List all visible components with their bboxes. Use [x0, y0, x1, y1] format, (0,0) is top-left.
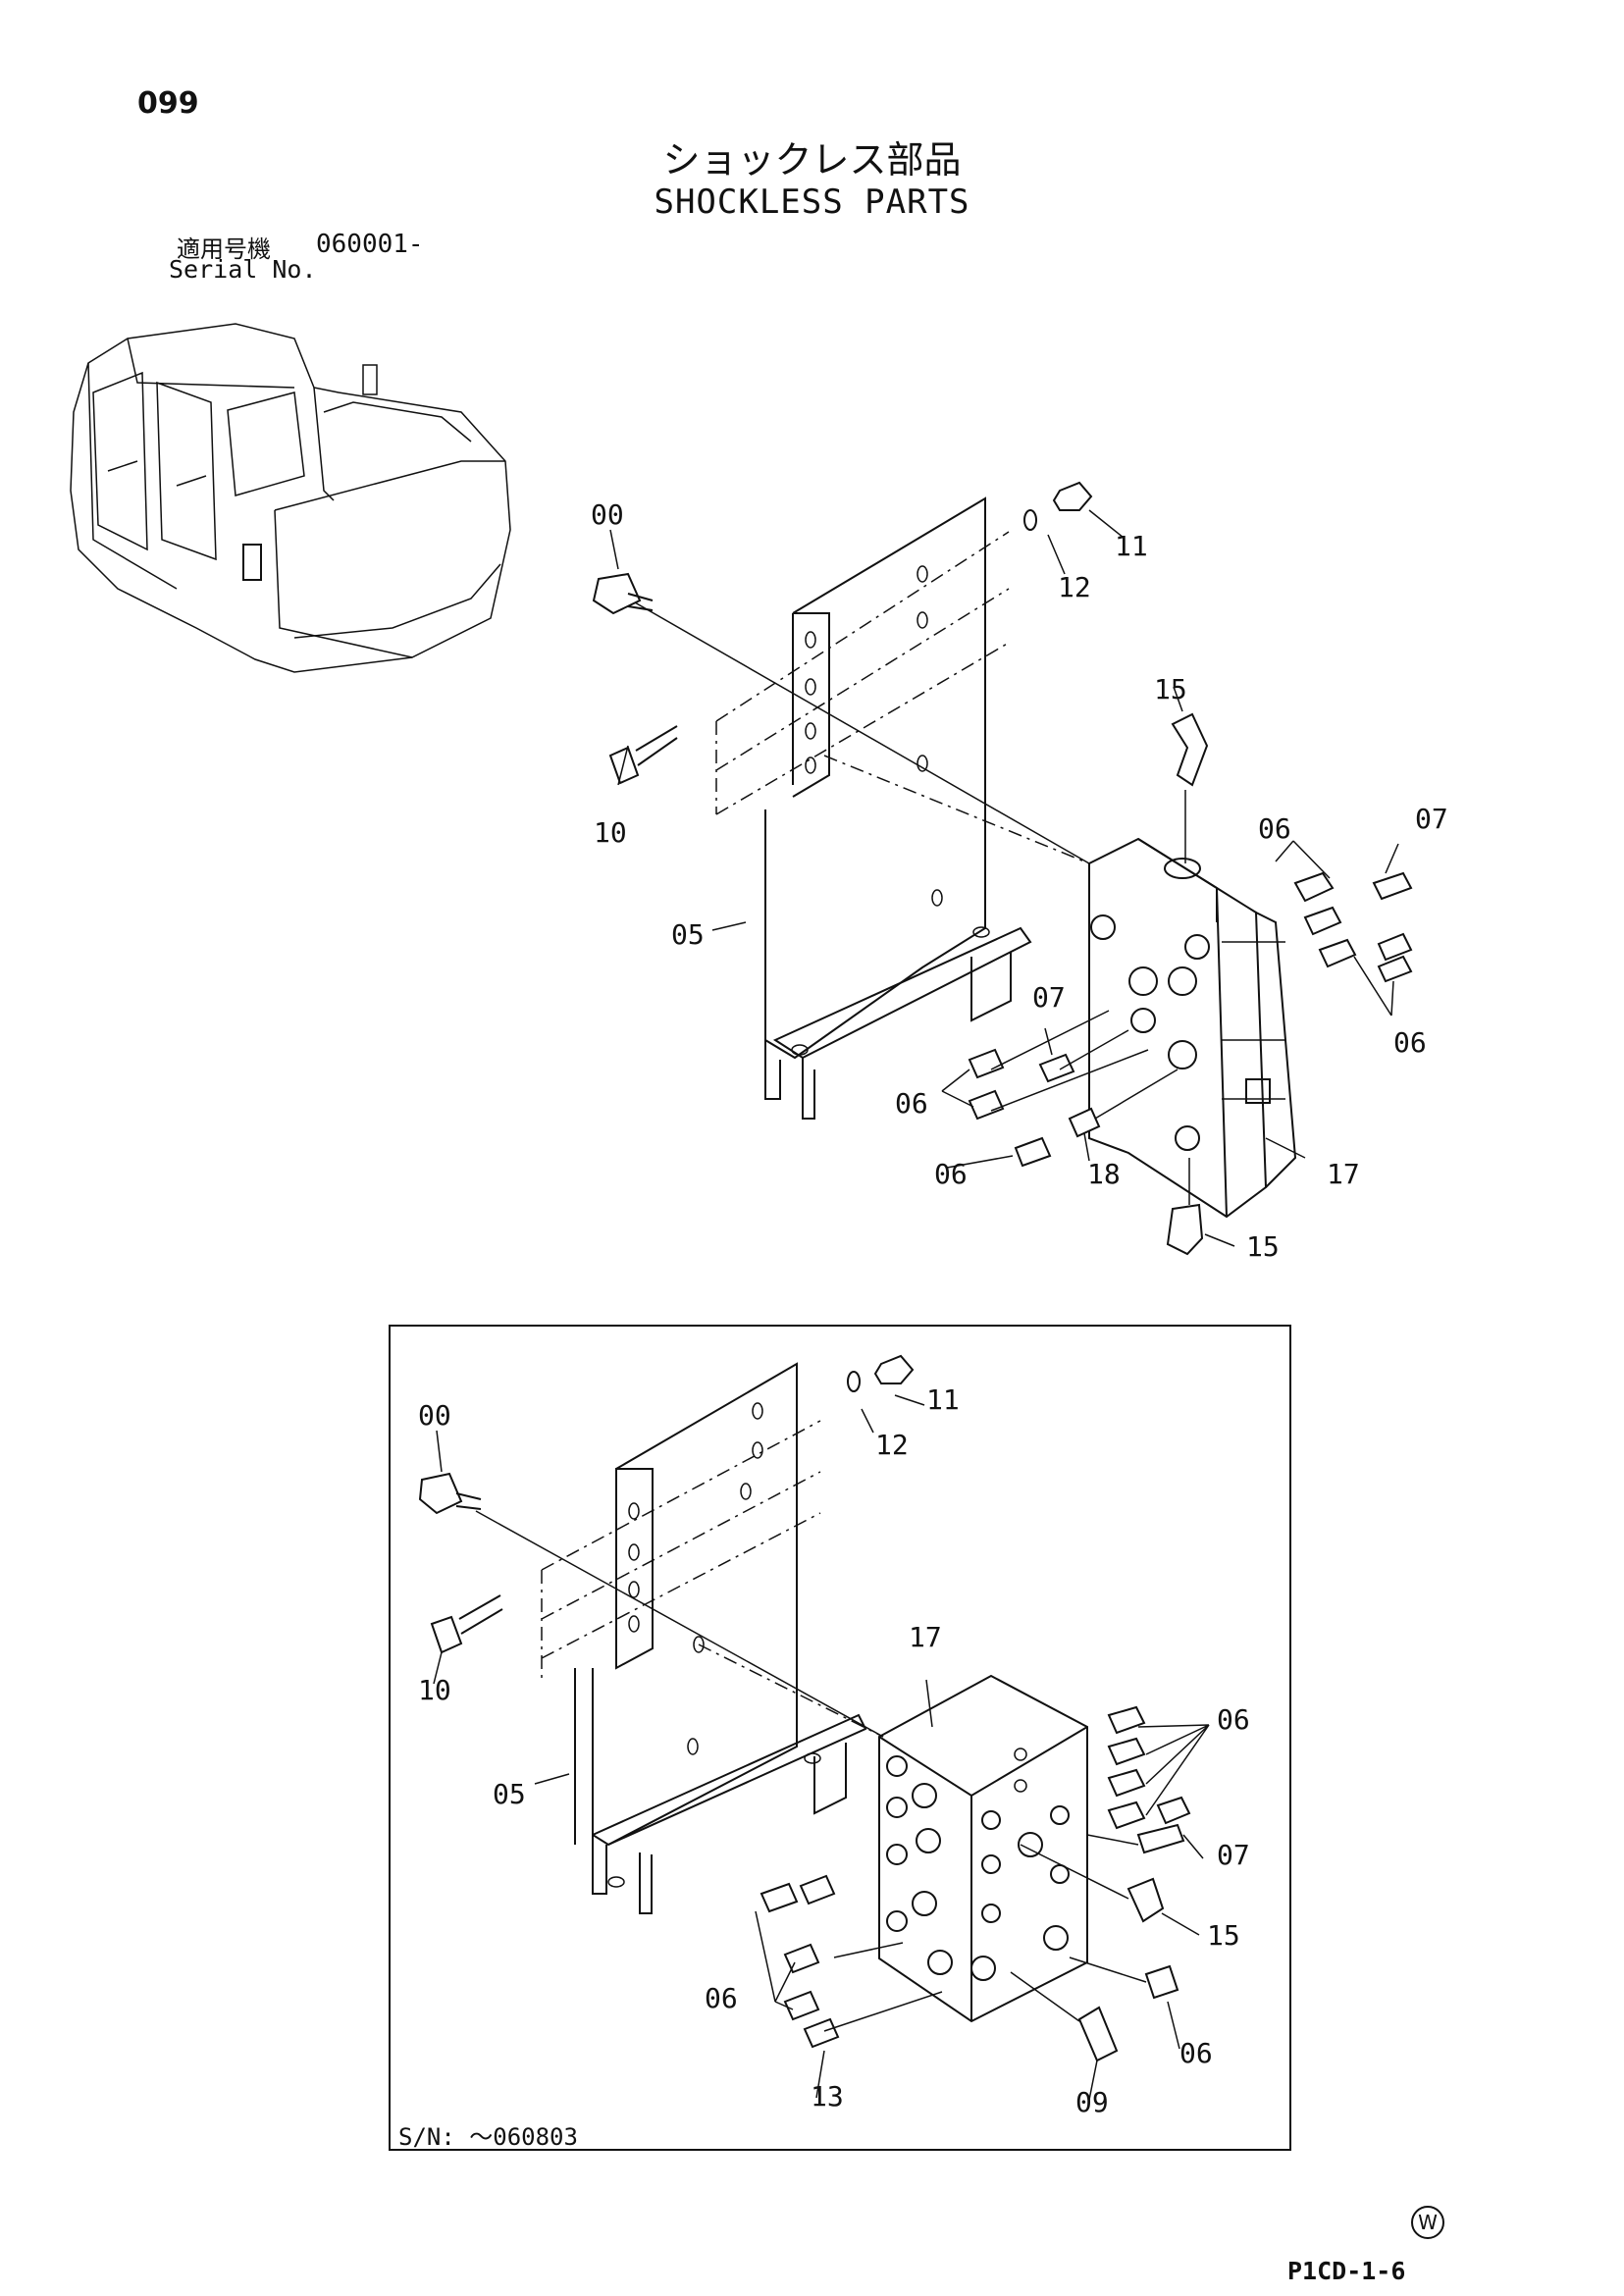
- page-title-english: SHOCKLESS PARTS: [654, 183, 970, 222]
- callout-inset-06b: 06: [705, 1982, 738, 2014]
- callout-inset-10: 10: [418, 1674, 451, 1706]
- valve-block-top: [1088, 837, 1297, 1219]
- callout-top-17: 17: [1327, 1158, 1360, 1190]
- document-code: P1CD-1-6: [1287, 2257, 1406, 2285]
- serial-label-english: Serial No.: [169, 255, 317, 284]
- callout-top-15b: 15: [1246, 1230, 1280, 1263]
- callout-top-06: 06: [1258, 812, 1291, 845]
- inset-diagram: [418, 1354, 1210, 2101]
- callout-top-06c: 06: [895, 1087, 928, 1120]
- callout-top-15: 15: [1154, 673, 1187, 705]
- callout-inset-11: 11: [926, 1383, 960, 1416]
- callout-inset-09: 09: [1075, 2086, 1109, 2118]
- callout-top-10: 10: [594, 816, 627, 849]
- page-number: 099: [137, 86, 199, 121]
- callout-inset-12: 12: [875, 1429, 909, 1461]
- callout-inset-17: 17: [909, 1621, 942, 1653]
- callout-inset-05: 05: [493, 1778, 526, 1810]
- bolt-group-top: [592, 481, 1093, 785]
- callout-top-18: 18: [1087, 1158, 1121, 1190]
- callout-top-07: 07: [1415, 803, 1448, 835]
- callout-top-07b: 07: [1032, 981, 1066, 1014]
- serial-range-note: S/N: ～060803: [398, 2123, 578, 2151]
- inset-frame: [389, 1325, 1291, 2151]
- callout-inset-06c: 06: [1179, 2037, 1213, 2069]
- callout-top-06b: 06: [1393, 1026, 1427, 1059]
- callout-top-12: 12: [1058, 571, 1091, 603]
- callout-top-05: 05: [671, 918, 705, 951]
- callout-top-11: 11: [1115, 530, 1148, 562]
- excavator-thumbnail: [70, 323, 511, 673]
- callout-inset-00: 00: [418, 1399, 451, 1432]
- callout-inset-06: 06: [1217, 1703, 1250, 1736]
- callout-top-00: 00: [591, 498, 624, 531]
- serial-label-japanese: 適用号機: [177, 235, 271, 263]
- fittings-top: [968, 712, 1413, 1256]
- callout-inset-07: 07: [1217, 1839, 1250, 1871]
- watermark-symbol: W: [1411, 2206, 1444, 2239]
- callout-inset-15: 15: [1207, 1919, 1240, 1952]
- page-title-japanese: ショックレス部品: [662, 138, 962, 182]
- bracket-top: [627, 496, 1090, 1120]
- leaders-top: [609, 509, 1399, 1247]
- callout-top-06d: 06: [934, 1158, 968, 1190]
- callout-inset-13: 13: [811, 2080, 844, 2113]
- serial-value: 060001-: [316, 230, 424, 259]
